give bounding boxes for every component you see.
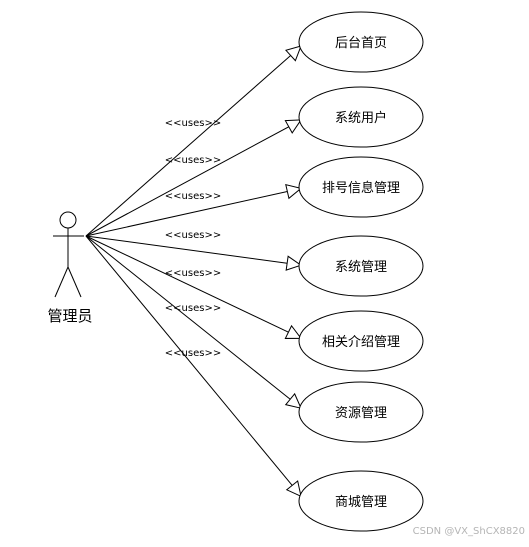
use-case-label: 后台首页 xyxy=(335,36,387,51)
arrowhead xyxy=(284,119,302,134)
use-case-ellipse xyxy=(298,235,424,297)
association-line xyxy=(85,235,289,333)
actor-name: 管理员 xyxy=(47,307,92,325)
association-line xyxy=(85,126,290,237)
use-case-ellipse xyxy=(298,86,424,148)
arrowhead xyxy=(284,392,302,409)
arrowhead xyxy=(285,480,302,498)
arrowhead xyxy=(285,183,303,200)
use-case-label: 系统管理 xyxy=(335,260,387,275)
association-line xyxy=(85,235,291,400)
use-case: 排号信息管理 xyxy=(298,156,424,218)
use-case-ellipse xyxy=(298,11,424,73)
stereotype-label: <<uses>> xyxy=(165,118,221,129)
arrowhead xyxy=(285,255,303,271)
use-case-label: 相关介绍管理 xyxy=(322,335,400,350)
arrowhead xyxy=(285,45,302,62)
use-case-label: 商城管理 xyxy=(335,495,387,510)
association-line xyxy=(85,55,291,237)
stereotype-label: <<uses>> xyxy=(165,268,221,279)
stereotype-label: <<uses>> xyxy=(165,155,221,166)
actor-head xyxy=(59,211,77,229)
use-case-ellipse xyxy=(298,156,424,218)
use-case-label: 系统用户 xyxy=(335,110,387,126)
watermark-text: CSDN @VX_ShCX8820 xyxy=(413,526,525,537)
use-case-ellipse xyxy=(298,310,424,372)
stereotype-labels: <<uses>> <<uses>> <<uses>> <<uses>> <<uses>>… xyxy=(165,118,221,359)
actor-right-leg xyxy=(67,266,82,298)
use-case: 后台首页 xyxy=(298,11,424,73)
use-case-ellipse xyxy=(298,470,424,532)
arrowhead xyxy=(284,324,303,339)
stereotype-label: <<uses>> xyxy=(165,303,221,314)
use-case-ellipse xyxy=(298,381,424,443)
association-line xyxy=(85,235,288,264)
use-case: 系统用户 xyxy=(298,86,424,148)
use-case: 相关介绍管理 xyxy=(298,310,424,372)
stereotype-label: <<uses>> xyxy=(165,348,221,359)
actor-left-leg xyxy=(54,266,69,298)
stereotype-label: <<uses>> xyxy=(165,230,221,241)
association-line xyxy=(85,190,288,237)
use-case: 系统管理 xyxy=(298,235,424,297)
use-case-label: 排号信息管理 xyxy=(322,180,400,196)
association-line xyxy=(85,235,293,486)
use-case: 商城管理 xyxy=(298,470,424,532)
stereotype-label: <<uses>> xyxy=(165,191,221,202)
actor-figure xyxy=(53,211,84,298)
use-case-label: 资源管理 xyxy=(335,406,387,421)
use-case: 资源管理 xyxy=(298,381,424,443)
association-lines xyxy=(85,45,303,498)
